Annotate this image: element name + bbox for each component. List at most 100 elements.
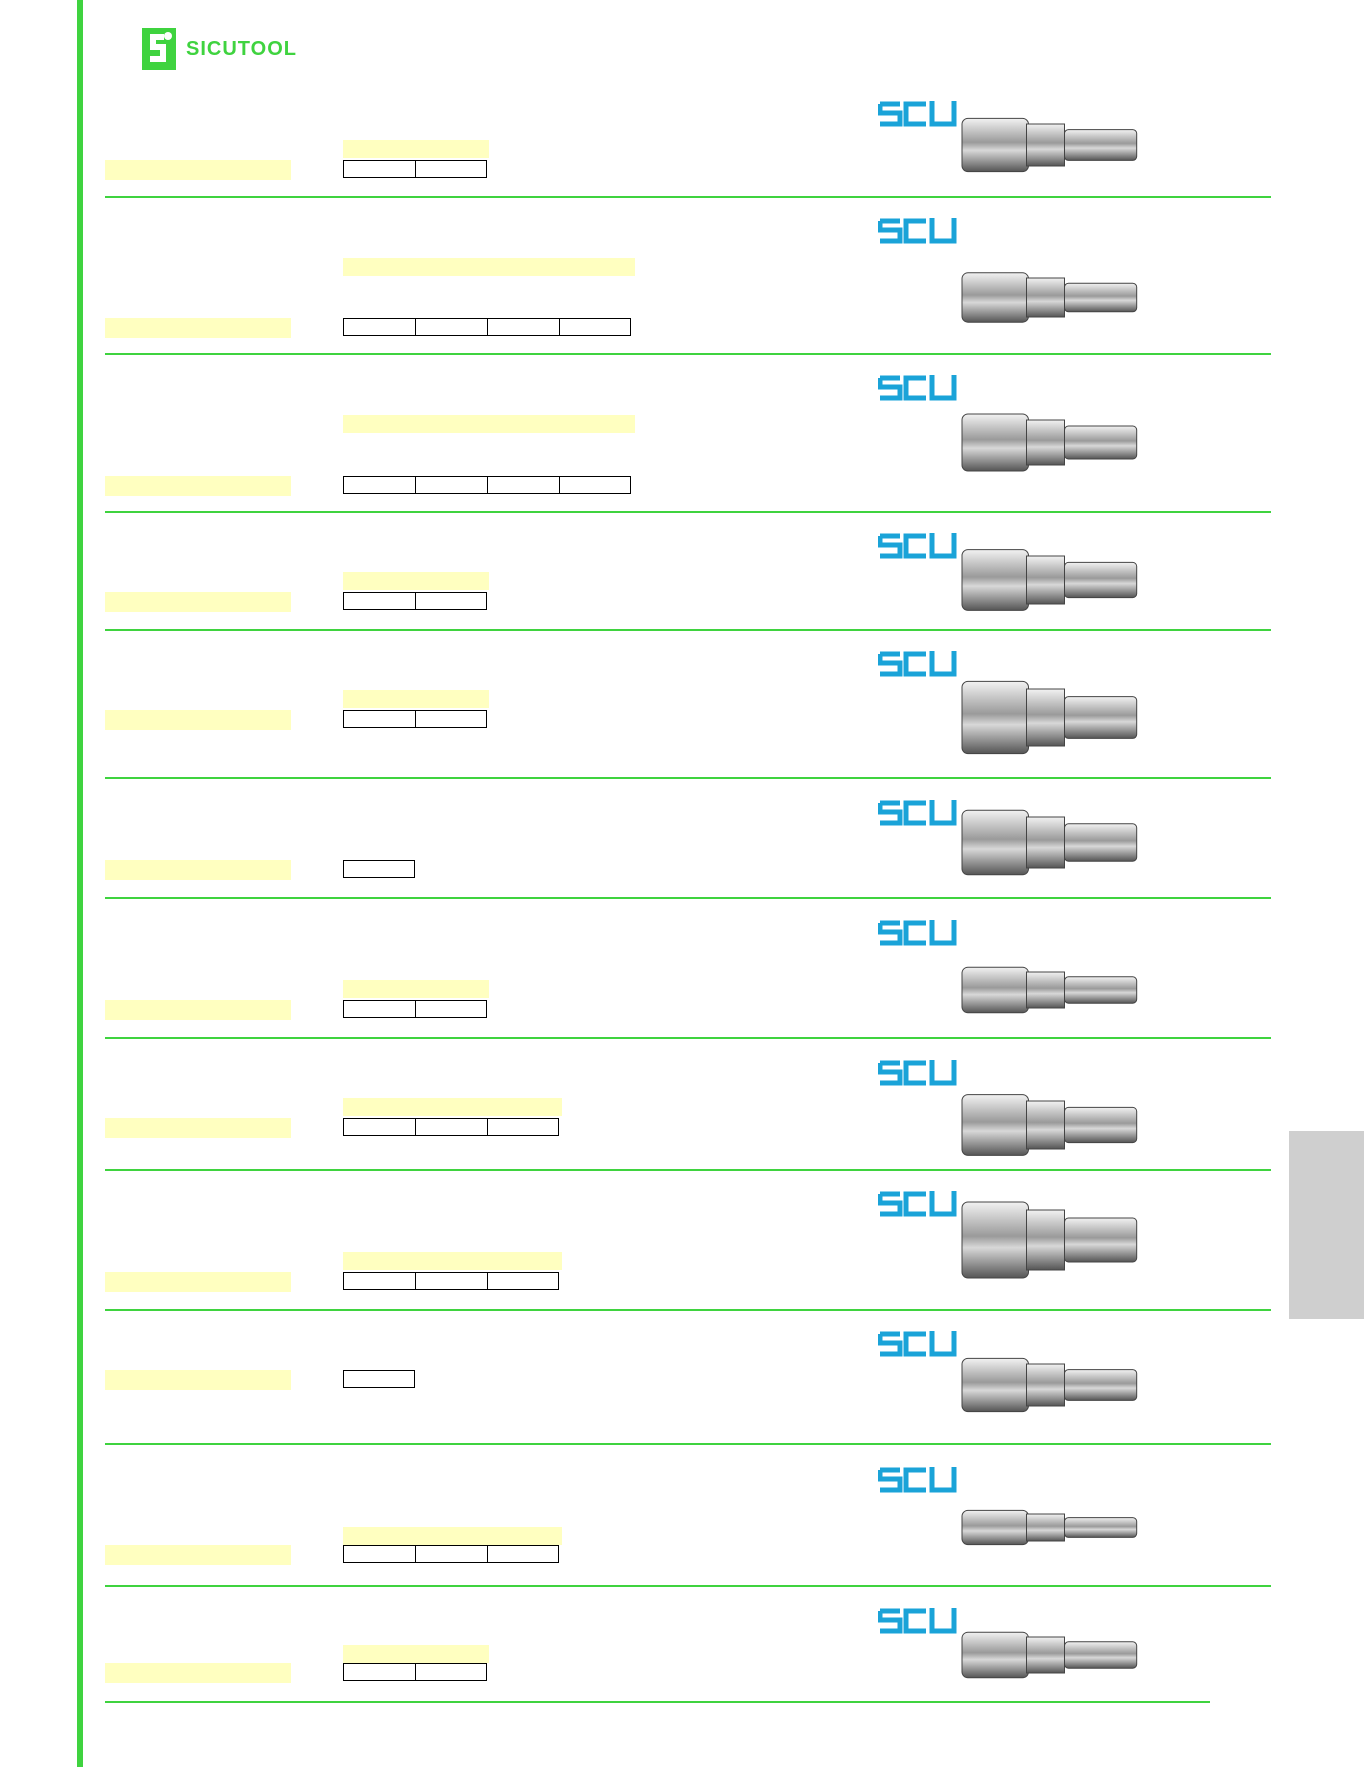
- row-divider: [105, 1585, 1271, 1587]
- quick-coupling-plug-nut-icon: [960, 110, 1150, 185]
- page-left-accent-bar: [77, 0, 83, 1767]
- spec-table-cell: [343, 1000, 415, 1018]
- spec-table-cell: [487, 1118, 559, 1136]
- spec-table: [343, 1000, 487, 1018]
- row-divider: [105, 1701, 1210, 1703]
- spec-table-cell: [343, 1545, 415, 1563]
- spec-table: [343, 710, 487, 728]
- coupler-with-plug-icon: [960, 800, 1150, 890]
- spec-table-cell: [343, 860, 415, 878]
- plug-female-thread-icon: [960, 1190, 1150, 1295]
- scu-brand-logo: [877, 1467, 958, 1493]
- spec-table-cell: [415, 476, 487, 494]
- product-label-field: [105, 160, 291, 180]
- spec-table-cell: [415, 160, 487, 178]
- spec-table-cell: [415, 1118, 487, 1136]
- spec-table-cell: [343, 1272, 415, 1290]
- logo-wordmark: SICUTOOL: [186, 37, 297, 60]
- spec-table: [343, 592, 487, 610]
- product-label-field: [105, 592, 291, 612]
- product-label-field: [105, 1545, 291, 1565]
- product-label-field: [105, 1370, 291, 1390]
- spec-table-cell: [415, 1545, 487, 1563]
- table-header-bar: [343, 258, 635, 276]
- product-label-field: [105, 1663, 291, 1683]
- spec-table-cell: [343, 318, 415, 336]
- plug-hose-sleeve-icon: [960, 960, 1150, 1025]
- scu-brand-logo: [877, 218, 958, 244]
- coupler-male-thread-icon: [960, 540, 1150, 625]
- spec-table-cell: [487, 318, 559, 336]
- scu-brand-logo: [877, 375, 958, 401]
- spec-table-cell: [415, 710, 487, 728]
- scu-brand-logo: [877, 920, 958, 946]
- row-divider: [105, 196, 1271, 198]
- spec-table: [343, 1545, 559, 1563]
- scu-brand-logo: [877, 1191, 958, 1217]
- spec-table: [343, 160, 487, 178]
- spec-table-cell: [415, 1663, 487, 1681]
- product-label-field: [105, 318, 291, 338]
- scu-brand-logo: [877, 1060, 958, 1086]
- spec-table: [343, 1272, 559, 1290]
- plug-push-on-icon: [960, 1350, 1150, 1425]
- scu-brand-logo: [877, 1608, 958, 1634]
- product-label-field: [105, 1272, 291, 1292]
- table-header-bar: [343, 1645, 489, 1663]
- spec-table-cell: [415, 1272, 487, 1290]
- row-divider: [105, 777, 1271, 779]
- coupler-hose-sleeve-icon: [960, 1625, 1150, 1690]
- sicutool-logo: SICUTOOL: [142, 28, 297, 70]
- spec-table-cell: [343, 710, 415, 728]
- spec-table-cell: [559, 318, 631, 336]
- plug-hose-barb-icon: [960, 1505, 1150, 1555]
- spec-table-cell: [487, 1545, 559, 1563]
- spec-table: [343, 1370, 415, 1388]
- table-header-bar: [343, 1098, 562, 1116]
- spec-table-cell: [559, 476, 631, 494]
- spec-table-cell: [415, 592, 487, 610]
- hose-tail-male-thread-icon: [960, 265, 1150, 335]
- spec-table-cell: [415, 1000, 487, 1018]
- product-label-field: [105, 710, 291, 730]
- spec-table-cell: [415, 318, 487, 336]
- spec-table-cell: [343, 1370, 415, 1388]
- scu-brand-logo: [877, 800, 958, 826]
- row-divider: [105, 511, 1271, 513]
- spec-table-cell: [343, 1663, 415, 1681]
- plug-male-thread-icon: [960, 1085, 1150, 1170]
- product-label-field: [105, 1000, 291, 1020]
- row-divider: [105, 1443, 1271, 1445]
- hose-tail-female-thread-icon: [960, 405, 1150, 485]
- row-divider: [105, 1037, 1271, 1039]
- spec-table: [343, 1118, 559, 1136]
- spec-table: [343, 860, 415, 878]
- spec-table-cell: [343, 476, 415, 494]
- scu-brand-logo: [877, 533, 958, 559]
- scu-brand-logo: [877, 101, 958, 127]
- table-header-bar: [343, 572, 489, 590]
- spec-table: [343, 318, 631, 336]
- spec-table-cell: [343, 160, 415, 178]
- spec-table-cell: [487, 1272, 559, 1290]
- product-label-field: [105, 476, 291, 496]
- table-header-bar: [343, 980, 489, 998]
- row-divider: [105, 1309, 1271, 1311]
- spec-table-cell: [343, 592, 415, 610]
- table-header-bar: [343, 690, 489, 708]
- row-divider: [105, 629, 1271, 631]
- row-divider: [105, 897, 1271, 899]
- scu-brand-logo: [877, 651, 958, 677]
- coupler-female-thread-icon: [960, 670, 1150, 770]
- spec-table-cell: [487, 476, 559, 494]
- spec-table: [343, 1663, 487, 1681]
- sicutool-logo-icon: [142, 28, 176, 70]
- product-label-field: [105, 1118, 291, 1138]
- table-header-bar: [343, 1527, 562, 1545]
- table-header-bar: [343, 1252, 562, 1270]
- spec-table: [343, 476, 631, 494]
- row-divider: [105, 353, 1271, 355]
- scu-brand-logo: [877, 1331, 958, 1357]
- row-divider: [105, 1169, 1271, 1171]
- section-side-tab[interactable]: [1289, 1131, 1364, 1319]
